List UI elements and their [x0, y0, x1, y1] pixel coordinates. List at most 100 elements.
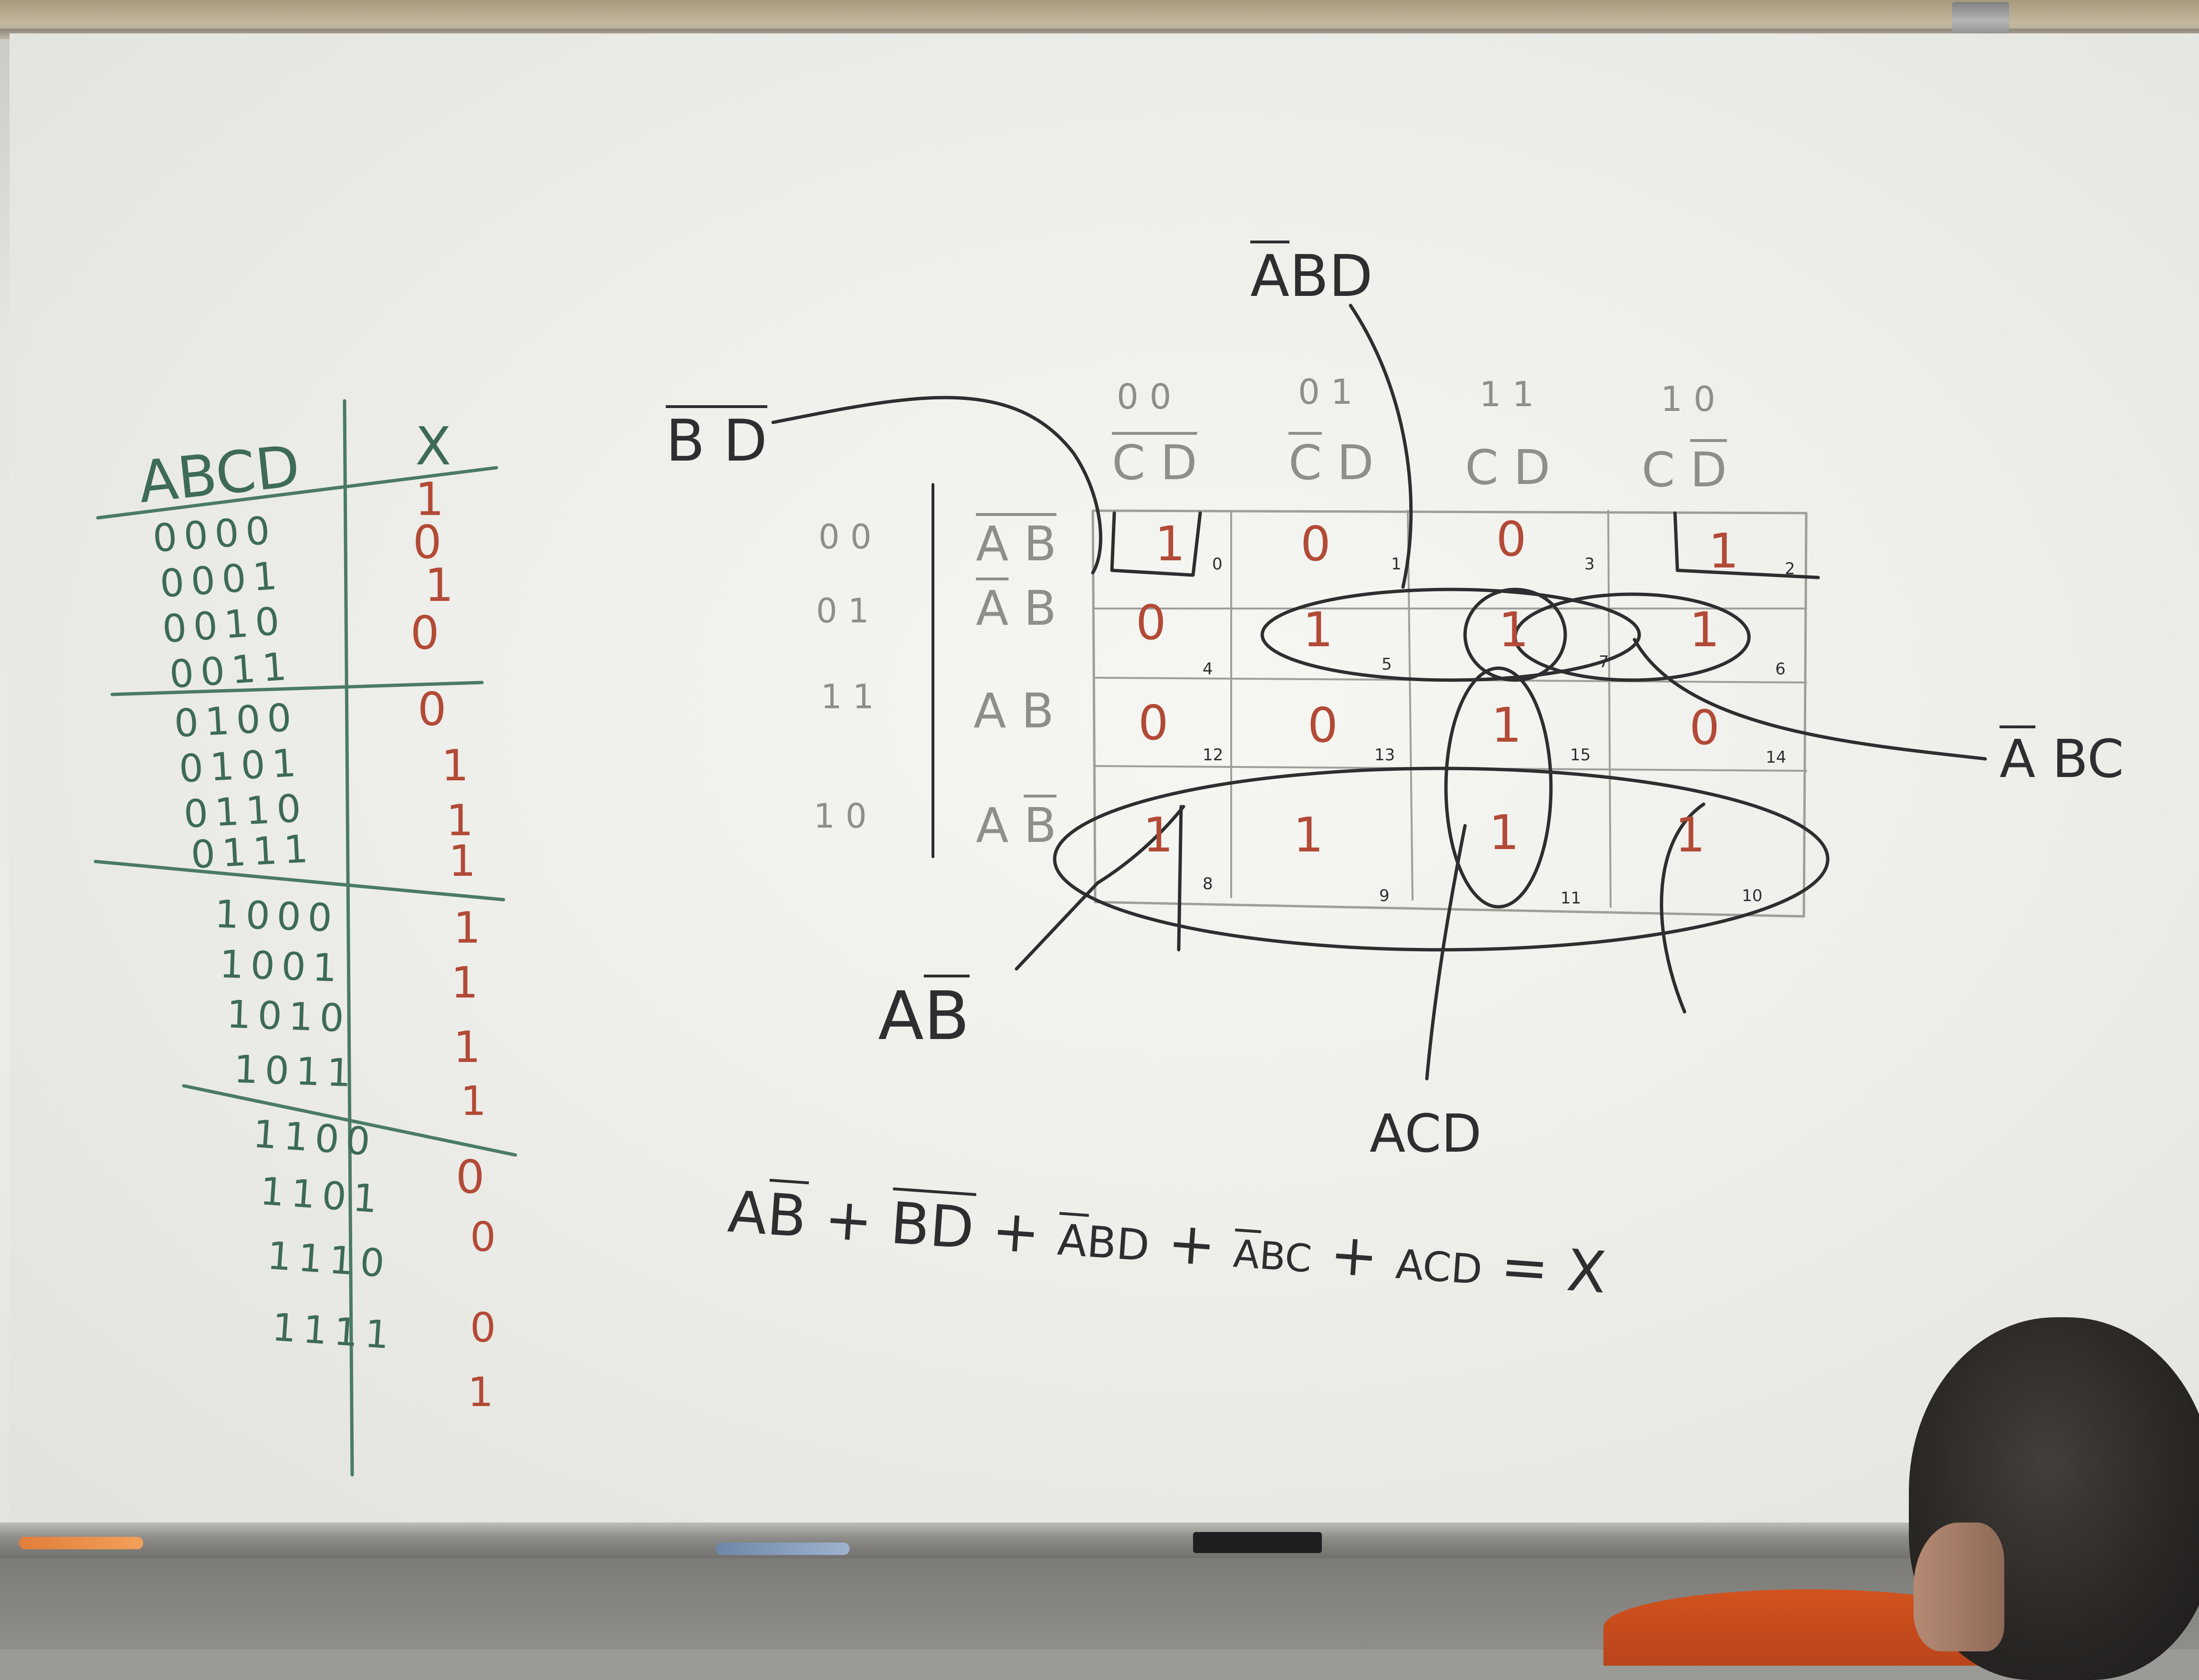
- kmap-cell-value: 1: [1303, 602, 1333, 658]
- kmap-cell-index: 4: [1203, 660, 1213, 679]
- bd-group-right-bracket: [1673, 511, 1820, 579]
- kmap-cell-index: 3: [1584, 555, 1595, 574]
- equation-term-bd: BD: [888, 1190, 976, 1262]
- kmap-row-term: A B: [976, 516, 1057, 572]
- kmap-cell-value: 1: [1489, 805, 1519, 861]
- equation-term-abd: ABD: [1056, 1215, 1152, 1271]
- equation-term-acd: ACD: [1394, 1240, 1484, 1294]
- truth-table-row-output: 1: [449, 836, 476, 886]
- group-label-abd-tail: BD: [1289, 243, 1373, 310]
- eraser: [1193, 1532, 1322, 1553]
- kmap-cell-index: 5: [1382, 655, 1392, 674]
- truth-table-row-output: 1: [461, 1078, 487, 1125]
- kmap-cell-value: 0: [1689, 700, 1720, 756]
- kmap-cell-index: 0: [1212, 555, 1223, 574]
- kmap-row-code: 0 0: [818, 517, 872, 556]
- marker-tray: [0, 1522, 2199, 1561]
- group-label-abd: ABD: [1250, 243, 1373, 310]
- kmap-col-code: 0 1: [1298, 372, 1353, 412]
- kmap-cell-value: 1: [1293, 807, 1324, 863]
- kmap-cell-index: 15: [1570, 746, 1591, 765]
- truth-table-row-input: 0100: [173, 695, 299, 746]
- truth-table-row-output: 0: [456, 1151, 485, 1204]
- marker-blue: [716, 1543, 849, 1555]
- truth-table-row-input: 0001: [158, 553, 285, 606]
- kmap-cell-value: 1: [1689, 602, 1720, 658]
- equation-plus: +: [822, 1186, 875, 1255]
- kmap-cell-value: 0: [1308, 697, 1338, 753]
- kmap-cell-index: 11: [1560, 889, 1581, 908]
- ab-leader-line: [1015, 805, 1185, 971]
- kmap-row-code: 1 1: [821, 677, 874, 716]
- abc-group-loop: [1513, 592, 1751, 682]
- kmap-row-term: A B: [976, 798, 1057, 853]
- equation-equals: =: [1498, 1233, 1551, 1302]
- ab-group-loop: [1053, 766, 1830, 952]
- kmap-cell-index: 10: [1742, 886, 1763, 905]
- kmap-col-term: C D: [1465, 440, 1550, 495]
- truth-table-row-output: 0: [413, 516, 442, 569]
- kmap-col-term: C D: [1288, 435, 1374, 491]
- truth-table-header-output: X: [415, 416, 451, 477]
- kmap-cell-index: 1: [1391, 555, 1402, 574]
- truth-table-row-input: 1011: [233, 1047, 359, 1096]
- truth-table-divider-3: [182, 1084, 517, 1157]
- ab-group-right-tail: [1660, 802, 1706, 1014]
- group-label-abc: A BC: [2000, 728, 2124, 789]
- truth-table-row-output: 1: [453, 903, 481, 953]
- kmap-cell-value: 0: [1136, 595, 1166, 651]
- marker-orange: [19, 1537, 143, 1549]
- truth-table-row-input: 1111: [271, 1305, 398, 1358]
- kmap-cell-value: 1: [1155, 516, 1185, 572]
- truth-table-row-input: 1000: [214, 892, 340, 941]
- bd-group-left-bracket: [1110, 511, 1202, 577]
- truth-table-row-input: 0011: [168, 644, 295, 697]
- truth-table-row-input: 1110: [266, 1233, 393, 1286]
- kmap-row-code: 1 0: [814, 797, 867, 836]
- truth-table-row-output: 1: [415, 473, 444, 526]
- kmap-cell-index: 14: [1766, 748, 1787, 767]
- kmap-cell-index: 7: [1599, 652, 1609, 672]
- kmap-cell-value: 1: [1675, 807, 1706, 863]
- kmap-cell-index: 9: [1379, 886, 1390, 905]
- kmap-col-code: 0 0: [1117, 377, 1172, 417]
- truth-table-row-input: 0111: [189, 826, 316, 877]
- truth-table-row-output: 1: [468, 1369, 494, 1416]
- abc-inner-loop: [1463, 588, 1567, 682]
- kmap-cell-value: 1: [1498, 602, 1529, 658]
- truth-table-row-output: 1: [453, 1022, 481, 1072]
- kmap-cell-value: 0: [1300, 516, 1331, 572]
- abd-leader-line: [1349, 304, 1413, 589]
- truth-table-row-output: 0: [418, 683, 447, 736]
- bd-leader-line: [771, 396, 1102, 575]
- abc-leader-line: [1633, 638, 1987, 761]
- kmap-cell-index: 2: [1785, 559, 1795, 578]
- truth-table-row-input: 0101: [178, 740, 304, 791]
- kmap-cell-index: 13: [1374, 746, 1395, 765]
- equation-plus: +: [1165, 1209, 1218, 1280]
- truth-table-row-input: 1001: [219, 942, 345, 991]
- whiteboard: [10, 33, 2199, 1527]
- kmap-row-term: A B: [974, 683, 1054, 739]
- group-label-ab: AB: [878, 977, 970, 1055]
- kmap-cell-value: 0: [1138, 695, 1169, 751]
- equation-term-ab: AB: [726, 1179, 809, 1251]
- truth-table-row-output: 1: [425, 559, 454, 612]
- equation-plus: +: [1328, 1221, 1381, 1291]
- kmap-cell-index: 6: [1775, 660, 1786, 679]
- truth-table-row-input: 0010: [161, 598, 288, 651]
- equation-result: X: [1564, 1237, 1609, 1307]
- kmap-row-term: A B: [976, 580, 1057, 636]
- truth-table-row-input: 1010: [226, 992, 352, 1041]
- truth-table-row-input: 0000: [151, 508, 278, 561]
- kmap-cell-index: 12: [1203, 746, 1224, 765]
- truth-table-row-input: 1101: [259, 1169, 386, 1222]
- equation-plus: +: [989, 1197, 1042, 1267]
- truth-table-row-output: 1: [446, 796, 474, 846]
- truth-table-vertical-line: [343, 399, 354, 1477]
- kmap-col-term: C D: [1112, 435, 1197, 491]
- truth-table-header-line: [96, 466, 498, 520]
- truth-table-row-output: 0: [470, 1214, 496, 1261]
- truth-table-row-output: 1: [451, 958, 479, 1008]
